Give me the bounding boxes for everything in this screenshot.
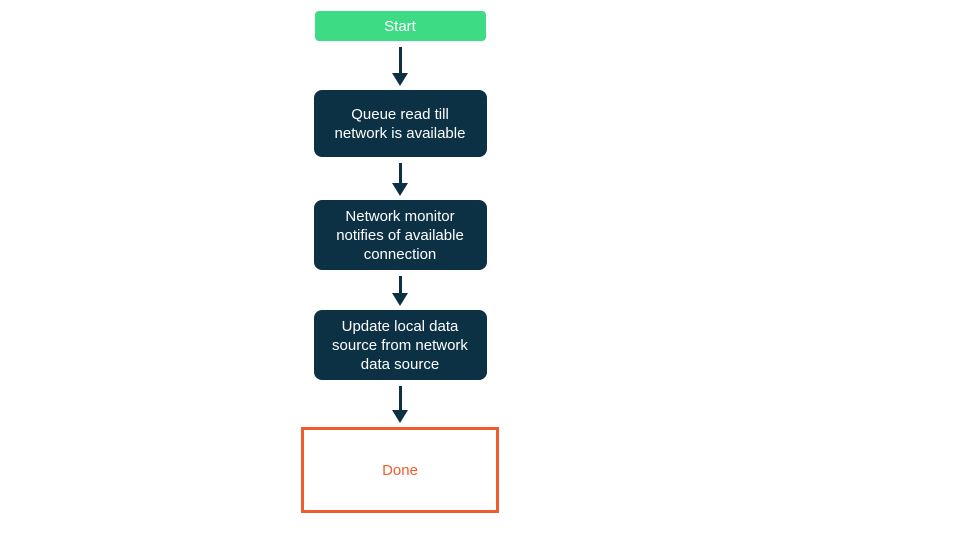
flow-arrow-down-4 <box>392 380 408 427</box>
flow-arrow-down-3 <box>392 270 408 310</box>
flowchart: Start Queue read till network is availab… <box>300 11 500 513</box>
arrow-shaft <box>398 386 402 410</box>
arrow-shaft <box>398 47 402 73</box>
flowchart-node-network-monitor: Network monitor notifies of available co… <box>313 200 487 270</box>
arrow-head-icon <box>392 183 408 196</box>
flowchart-node-update-local-data: Update local data source from network da… <box>313 310 487 380</box>
flowchart-node-done: Done <box>301 427 499 513</box>
flowchart-node-start: Start <box>314 11 486 41</box>
arrow-head-icon <box>392 73 408 86</box>
arrow-shaft <box>398 276 402 293</box>
flowchart-node-queue-read: Queue read till network is available <box>313 90 487 157</box>
flow-arrow-down-2 <box>392 157 408 200</box>
arrow-head-icon <box>392 410 408 423</box>
arrow-shaft <box>398 163 402 183</box>
flow-arrow-down-1 <box>392 41 408 90</box>
arrow-head-icon <box>392 293 408 306</box>
